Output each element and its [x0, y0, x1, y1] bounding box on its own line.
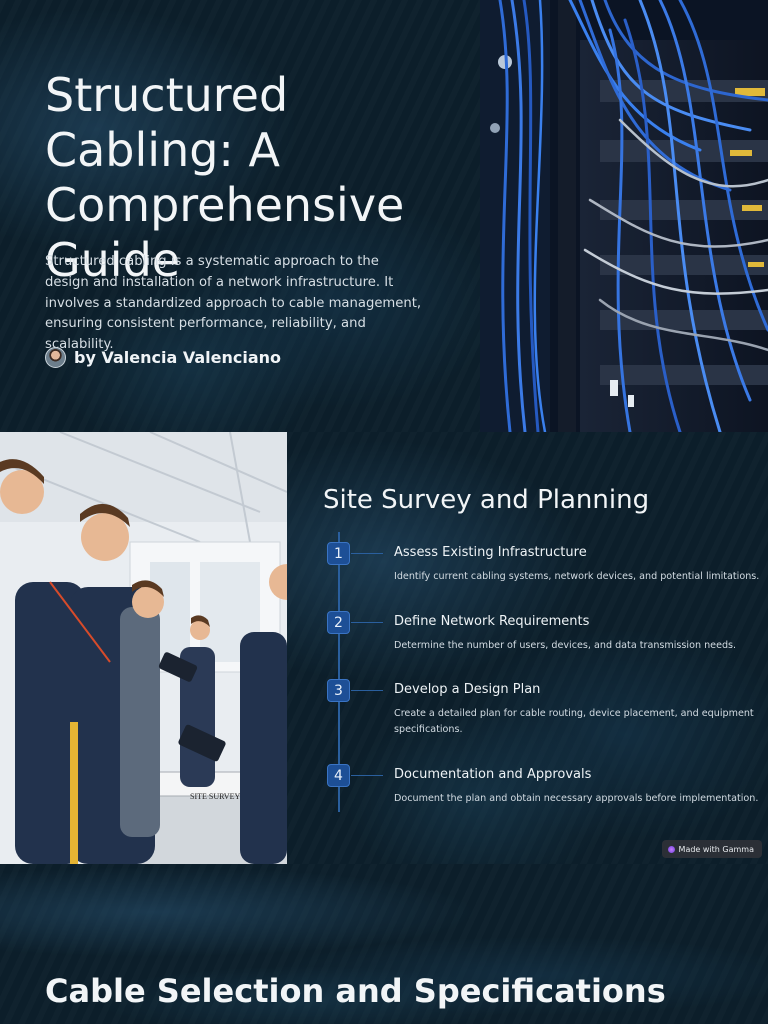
site-survey-image: SITE SURVEY!	[0, 432, 287, 864]
step-connector	[351, 775, 383, 776]
step-connector	[351, 553, 383, 554]
step-title: Develop a Design Plan	[394, 682, 541, 697]
site-survey-content: Site Survey and Planning 1 Assess Existi…	[287, 432, 768, 864]
timeline-line	[338, 532, 340, 812]
slide-title: Structured Cabling: A Comprehensive Guid…	[45, 68, 405, 287]
step-title: Define Network Requirements	[394, 614, 590, 629]
slide-heading: Cable Selection and Specifications	[45, 972, 666, 1010]
slide-description: Structured cabling is a systematic appro…	[45, 254, 422, 353]
step-number: 1	[327, 542, 350, 565]
step-connector	[351, 690, 383, 691]
gamma-logo-icon	[667, 845, 675, 853]
server-rack-illustration	[480, 0, 768, 432]
author-byline: by Valencia Valenciano	[45, 347, 281, 368]
step-description: Determine the number of users, devices, …	[394, 640, 737, 651]
title-slide-content: Structured Cabling: A Comprehensive Guid…	[0, 0, 480, 432]
step-title: Documentation and Approvals	[394, 767, 592, 782]
author-name: by Valencia Valenciano	[74, 348, 281, 367]
step-number: 3	[327, 679, 350, 702]
author-avatar	[45, 347, 66, 368]
step-title: Assess Existing Infrastructure	[394, 545, 587, 560]
clipboard-label: SITE SURVEY!	[190, 792, 243, 801]
step-description: Create a detailed plan for cable routing…	[394, 708, 754, 735]
gamma-badge-label: Made with Gamma	[678, 844, 754, 854]
step-description: Identify current cabling systems, networ…	[394, 571, 760, 582]
step-number: 4	[327, 764, 350, 787]
slide-heading: Site Survey and Planning	[323, 485, 650, 515]
title-slide: Structured Cabling: A Comprehensive Guid…	[0, 0, 768, 432]
technicians-illustration: SITE SURVEY!	[0, 432, 287, 864]
made-with-gamma-badge[interactable]: Made with Gamma	[661, 840, 762, 858]
step-number: 2	[327, 611, 350, 634]
server-rack-image	[480, 0, 768, 432]
step-description: Document the plan and obtain necessary a…	[394, 793, 759, 804]
cable-selection-slide: Cable Selection and Specifications	[0, 864, 768, 1024]
step-connector	[351, 622, 383, 623]
site-survey-slide: SITE SURVEY!	[0, 432, 768, 864]
